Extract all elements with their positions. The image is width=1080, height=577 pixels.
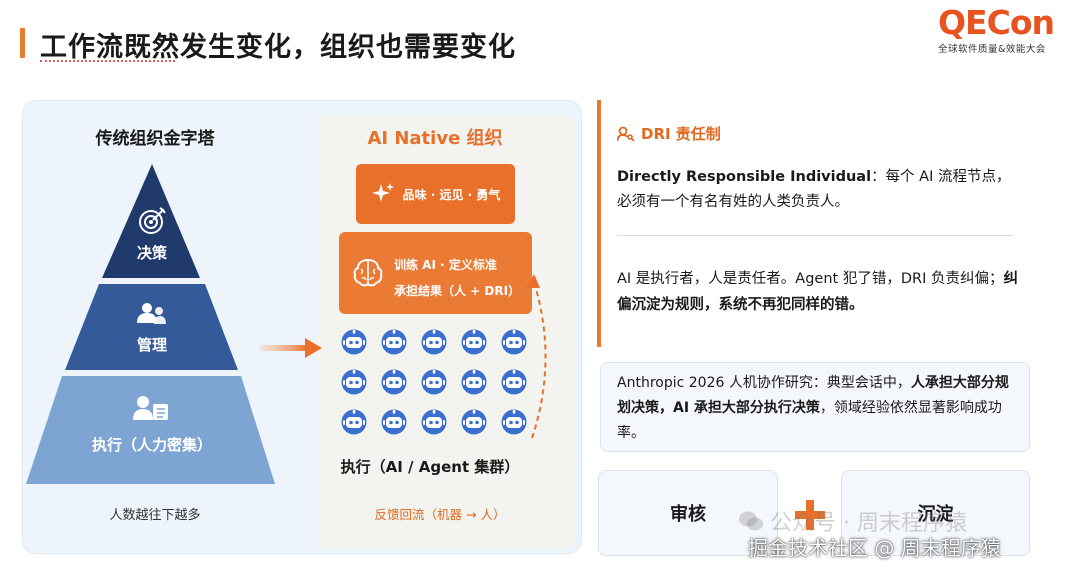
robot-agent-icon [421, 409, 447, 435]
robot-agent-icon [341, 409, 367, 435]
research-plain2: ，领域经验依然显著影响成功率。 [617, 400, 1002, 441]
feedback-curve-arrow-icon [526, 274, 547, 439]
train-ai-box: 训练 AI · 定义标准 承担结果（人 + DRI） [339, 232, 532, 314]
research-bold1: 人承担大部分规划决策，AI 承担大部分执行决策 [617, 375, 1009, 416]
juejin-watermark: 掘金技术社区 @ 周末程序猿 [748, 536, 1001, 560]
pyramid-label-decision: 决策 [136, 244, 167, 262]
pyramid-footer: 人数越往下越多 [109, 508, 201, 523]
page-title: 工作流既然发生变化，组织也需要变化 [40, 32, 516, 63]
review-label: 审核 [670, 504, 706, 525]
wechat-watermark: 公众号 · 周末程序猿 [738, 505, 967, 537]
robot-agent-icon [461, 369, 487, 395]
brain-icon [353, 258, 383, 287]
feedback-label: 反馈回流（机器 → 人） [374, 507, 506, 522]
title-accent-bar [20, 28, 25, 58]
taste-vision-courage-box: 品味 · 远见 · 勇气 [356, 164, 515, 224]
ai-native-title: AI Native 组织 [367, 128, 503, 149]
pyramid-title: 传统组织金字塔 [95, 129, 215, 149]
robot-agent-icon [341, 329, 367, 355]
mid-box-line1: 训练 AI · 定义标准 [394, 258, 497, 272]
consolidate-label: 沉淀 [917, 504, 954, 525]
robot-agent-icon [421, 329, 447, 355]
robot-agent-icon [501, 329, 527, 355]
plus-icon [795, 500, 825, 530]
robot-agent-icon [381, 409, 407, 435]
consolidate-box: 沉淀 [841, 470, 1030, 556]
dri-card [601, 100, 1029, 347]
robot-agent-icon [421, 369, 447, 395]
spellcheck-underline [40, 60, 175, 62]
robot-agent-icon [381, 329, 407, 355]
dri-term: Directly Responsible Individual [617, 169, 872, 185]
dri-description: Directly Responsible Individual：每个 AI 流程… [617, 165, 1017, 215]
robot-agent-icon [381, 369, 407, 395]
qecon-logo: QECon 全球软件质量&效能大会 [938, 6, 1074, 56]
dri-desc-rest: ：每个 AI 流程节点，必须有一个有名有姓的人类负责人。 [617, 169, 1011, 210]
logo-brand: QECon [938, 3, 1055, 42]
dri-accent-bar [597, 100, 601, 347]
robot-agent-icon [341, 369, 367, 395]
dri-title: DRI 责任制 [617, 123, 721, 144]
robot-agent-icon [461, 329, 487, 355]
dri-rule: AI 是执行者，人是责任者。Agent 犯了错，DRI 负责纠偏；纠偏沉淀为规则… [617, 266, 1022, 318]
review-box: 审核 [598, 470, 778, 556]
agent-cluster [339, 327, 539, 442]
top-box-label: 品味 · 远见 · 勇气 [402, 187, 501, 202]
robot-agent-icon [501, 369, 527, 395]
wechat-icon [739, 511, 763, 531]
dri-rule-plain: AI 是执行者，人是责任者。Agent 犯了错，DRI 负责纠偏； [617, 271, 1004, 287]
pyramid-label-execution: 执行（人力密集） [91, 436, 212, 454]
pyramid-label-management: 管理 [136, 336, 167, 354]
dri-divider [617, 235, 1013, 236]
watermark-line1: 公众号 · 周末程序猿 [770, 511, 967, 536]
logo-subtitle: 全球软件质量&效能大会 [938, 44, 1046, 55]
mid-box-line2: 承担结果（人 + DRI） [394, 284, 521, 298]
robot-agent-icon [501, 409, 527, 435]
research-plain1: Anthropic 2026 人机协作研究：典型会话中， [617, 375, 911, 391]
robot-agent-icon [461, 409, 487, 435]
person-key-icon [617, 126, 635, 142]
execution-cluster-label: 执行（AI / Agent 集群） [340, 458, 520, 476]
dri-title-text: DRI 责任制 [641, 125, 721, 143]
sparkle-icon [371, 183, 394, 202]
research-card: Anthropic 2026 人机协作研究：典型会话中，人承担大部分规划决策，A… [600, 362, 1030, 452]
transition-arrow-icon [260, 338, 322, 358]
dri-rule-bold: 纠偏沉淀为规则，系统不再犯同样的错。 [617, 271, 1018, 313]
